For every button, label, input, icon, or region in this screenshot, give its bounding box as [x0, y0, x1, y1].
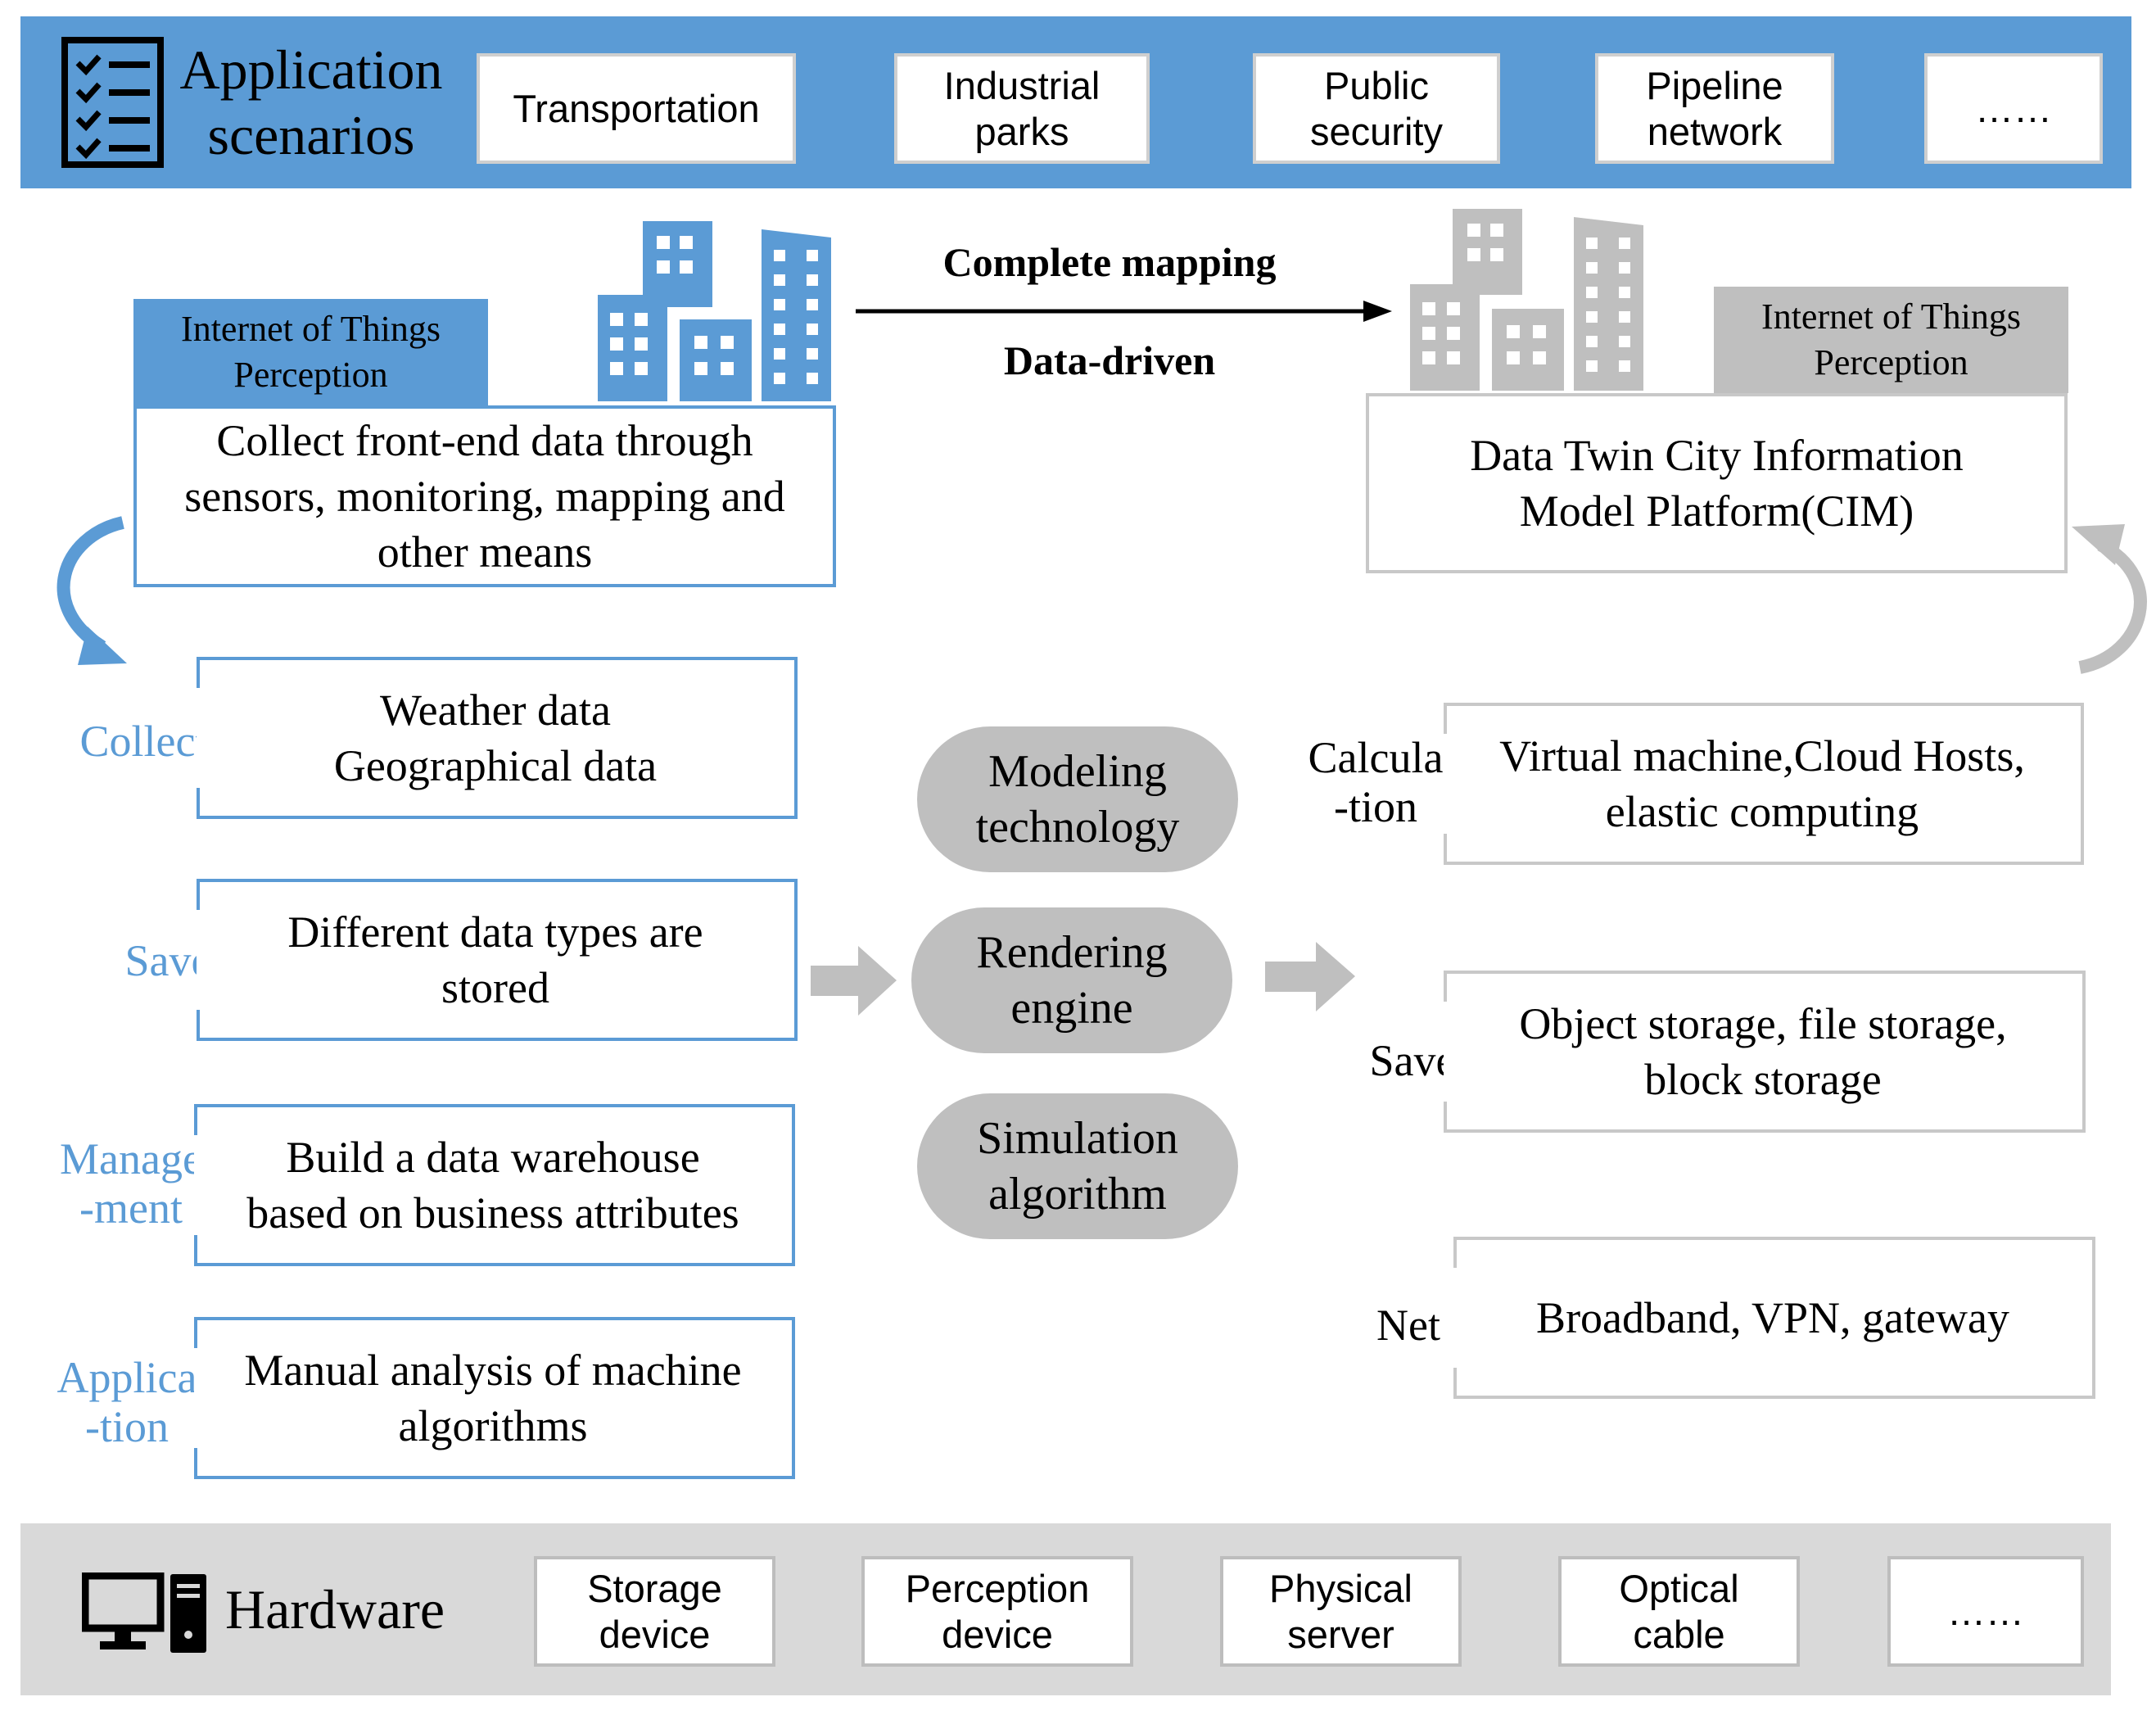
row-label-save-right: Save	[1369, 1036, 1456, 1085]
box-border-stub	[197, 657, 200, 688]
box-border-stub	[197, 788, 200, 819]
hardware-title: Hardware	[225, 1578, 445, 1640]
hardware-perception-device: Perception device	[861, 1556, 1133, 1667]
scenario-public-security: Public security	[1253, 53, 1500, 164]
row-label-save-left: Save	[124, 936, 211, 985]
gray-buildings-icon	[1410, 209, 1648, 391]
box-border-stub	[197, 879, 200, 910]
center-to-right-arrow-icon	[1265, 942, 1355, 1011]
row-label-net: Net	[1376, 1301, 1440, 1350]
hardware-more: ……	[1887, 1556, 2084, 1667]
scenario-more: ……	[1924, 53, 2103, 164]
right-curved-arrow-icon	[2068, 512, 2154, 676]
box-border-stub	[194, 1104, 197, 1135]
box-border-stub	[1444, 971, 1447, 1002]
box-border-stub	[194, 1317, 197, 1348]
scenario-industrial-parks: Industrial parks	[894, 53, 1150, 164]
box-border-stub	[194, 1235, 197, 1266]
left-box-application: Manual analysis of machine algorithms	[194, 1317, 795, 1479]
hardware-storage-device: Storage device	[534, 1556, 775, 1667]
box-border-stub	[1444, 834, 1447, 865]
complete-mapping-label: Complete mapping	[942, 239, 1277, 285]
rendering-engine-pill: Rendering engine	[911, 907, 1232, 1053]
application-scenarios-title: Application scenarios	[179, 38, 443, 166]
blue-buildings-icon	[598, 221, 835, 401]
left-curved-arrow-icon	[45, 516, 135, 680]
row-label-application: Applica -tion	[56, 1353, 197, 1451]
left-box-save: Different data types are stored	[197, 879, 798, 1041]
left-iot-perception-tag: Internet of Things Perception	[133, 299, 488, 405]
right-box-calculation: Virtual machine,Cloud Hosts, elastic com…	[1444, 703, 2084, 865]
modeling-technology-pill: Modeling technology	[917, 726, 1238, 872]
data-driven-label: Data-driven	[1003, 337, 1216, 383]
row-label-calculation: Calcula -tion	[1308, 733, 1444, 831]
simulation-algorithm-pill: Simulation algorithm	[917, 1093, 1238, 1239]
left-box-collection: Weather data Geographical data	[197, 657, 798, 819]
box-border-stub	[194, 1448, 197, 1479]
right-box-net: Broadband, VPN, gateway	[1453, 1237, 2095, 1399]
row-label-management: Manage -ment	[60, 1134, 202, 1233]
right-iot-perception-tag: Internet of Things Perception	[1714, 287, 2068, 393]
left-collect-box: Collect front-end data through sensors, …	[133, 405, 836, 587]
checklist-icon	[61, 37, 164, 168]
box-border-stub	[1444, 1102, 1447, 1133]
left-to-center-arrow-icon	[811, 946, 897, 1016]
box-border-stub	[1453, 1237, 1457, 1268]
hardware-optical-cable: Optical cable	[1558, 1556, 1800, 1667]
right-box-save: Object storage, file storage, block stor…	[1444, 971, 2086, 1133]
scenario-transportation: Transportation	[477, 53, 796, 164]
right-cim-box: Data Twin City Information Model Platfor…	[1366, 393, 2068, 573]
computer-icon	[81, 1572, 209, 1654]
scenario-pipeline-network: Pipeline network	[1595, 53, 1834, 164]
box-border-stub	[197, 1010, 200, 1041]
mapping-arrow	[856, 299, 1392, 324]
left-box-management: Build a data warehouse based on business…	[194, 1104, 795, 1266]
box-border-stub	[1444, 703, 1447, 734]
box-border-stub	[1453, 1368, 1457, 1399]
hardware-physical-server: Physical server	[1220, 1556, 1462, 1667]
